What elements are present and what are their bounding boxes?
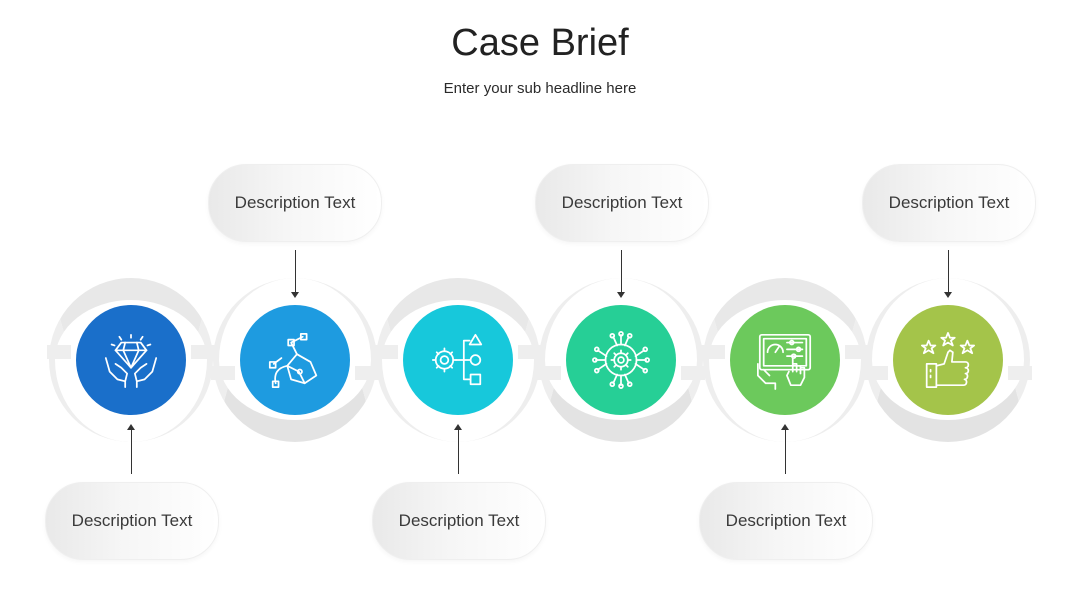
step-2-label: Description Text xyxy=(234,193,356,212)
thumbs-up-stars-icon xyxy=(920,332,976,388)
step-5-label-box: Description Text xyxy=(699,482,873,560)
step-6-circle xyxy=(893,305,1003,415)
step-5-wing-right xyxy=(845,345,869,359)
step-1-arrow xyxy=(127,424,135,430)
step-5-label: Description Text xyxy=(725,511,847,530)
gear-shapes-icon xyxy=(431,333,483,386)
step-1-wing-right xyxy=(191,345,215,359)
step-1-label-box: Description Text xyxy=(45,482,219,560)
step-3-label: Description Text xyxy=(398,511,520,530)
step-2-wing-right xyxy=(355,366,379,380)
step-2-wing-left xyxy=(211,366,235,380)
step-1-wing-left xyxy=(47,345,71,359)
step-3-label-box: Description Text xyxy=(372,482,546,560)
page-subtitle: Enter your sub headline here xyxy=(443,80,637,97)
step-6-label-box: Description Text xyxy=(862,164,1036,242)
step-4-label-box: Description Text xyxy=(535,164,709,242)
step-6-wing-right xyxy=(1008,366,1032,380)
step-5-circle xyxy=(730,305,840,415)
step-5-arrow xyxy=(781,424,789,430)
step-2-label-box: Description Text xyxy=(208,164,382,242)
step-5-connector xyxy=(785,430,786,474)
step-6-connector xyxy=(948,250,949,292)
step-3-arrow xyxy=(454,424,462,430)
step-4-wing-left xyxy=(537,366,561,380)
step-6-wing-left xyxy=(864,366,888,380)
step-1-label: Description Text xyxy=(71,511,193,530)
step-5-wing-left xyxy=(701,345,725,359)
step-3-circle xyxy=(403,305,513,415)
pen-tool-icon xyxy=(268,332,318,388)
diamond-hands-icon xyxy=(104,333,158,388)
step-1-circle xyxy=(76,305,186,415)
step-2-connector xyxy=(295,250,296,292)
step-1-connector xyxy=(131,430,132,474)
step-2-circle xyxy=(240,305,350,415)
step-3-connector xyxy=(458,430,459,474)
step-3-wing-right xyxy=(518,345,542,359)
tablet-dashboard-icon xyxy=(757,333,812,390)
step-6-label: Description Text xyxy=(888,193,1010,212)
step-4-label: Description Text xyxy=(561,193,683,212)
step-4-wing-right xyxy=(681,366,705,380)
page-title: Case Brief xyxy=(451,22,629,64)
step-4-circle xyxy=(566,305,676,415)
circuit-gear-icon xyxy=(592,331,650,389)
step-4-connector xyxy=(621,250,622,292)
step-3-wing-left xyxy=(374,345,398,359)
